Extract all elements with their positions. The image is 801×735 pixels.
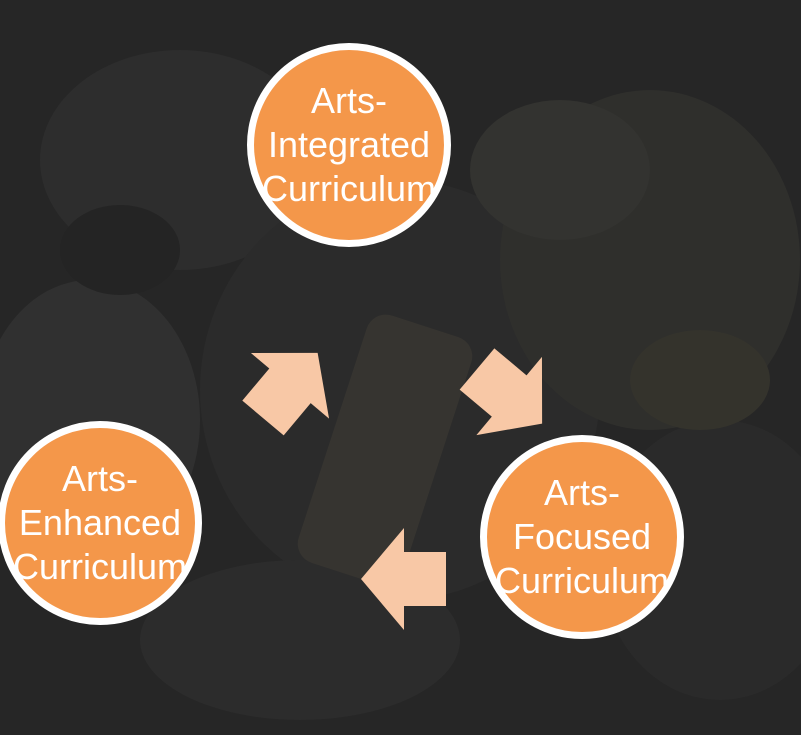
arrow-right-to-left — [361, 528, 446, 630]
node-label: Arts- Focused Curriculum — [494, 472, 670, 601]
node-arts-integrated: Arts- Integrated Curriculum — [247, 43, 451, 247]
arrow-left-to-top — [242, 352, 330, 436]
node-arts-enhanced: Arts- Enhanced Curriculum — [0, 421, 202, 625]
node-label: Arts- Enhanced Curriculum — [12, 458, 188, 587]
node-label: Arts- Integrated Curriculum — [261, 80, 437, 209]
arrow-top-to-right — [459, 348, 543, 436]
node-arts-focused: Arts- Focused Curriculum — [480, 435, 684, 639]
